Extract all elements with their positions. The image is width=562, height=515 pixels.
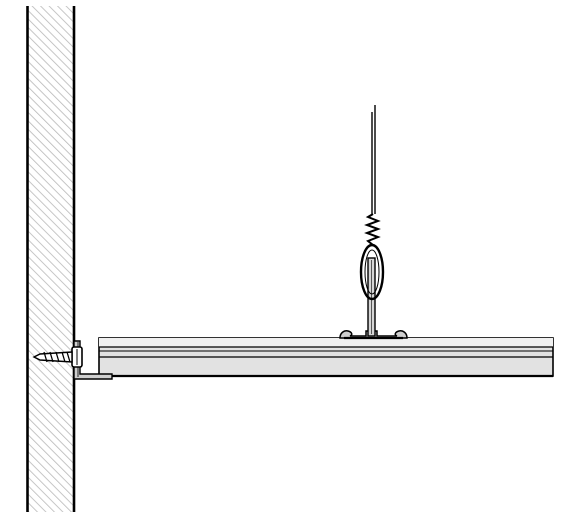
- ceiling-panel: [98, 337, 554, 378]
- suspension-wire: [371, 105, 376, 214]
- wire-spring-coil: [364, 213, 381, 246]
- spring-coil-path: [364, 213, 381, 246]
- panel-top-strip: [99, 338, 553, 347]
- wall-hatch: [27, 6, 74, 512]
- anchor-oval-inner: [364, 249, 380, 295]
- screw-thread: [43, 351, 71, 363]
- screw: [32, 346, 83, 368]
- wall: [26, 6, 76, 512]
